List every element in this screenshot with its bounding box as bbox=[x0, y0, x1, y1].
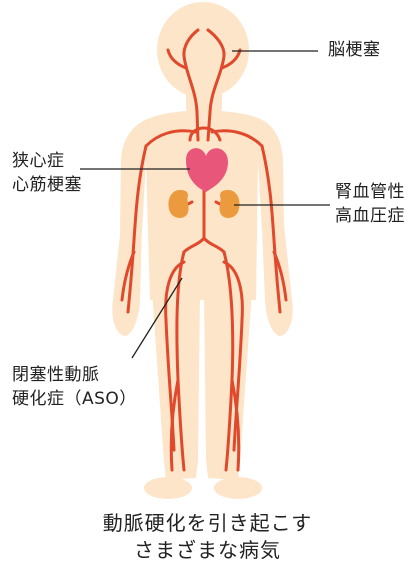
label-hypertension: 高血圧症 bbox=[335, 205, 405, 228]
label-renovascular: 腎血管性 bbox=[335, 181, 405, 204]
caption-line-2: さまざまな病気 bbox=[0, 537, 415, 564]
label-brain-infarction: 脳梗塞 bbox=[328, 39, 381, 62]
label-aso: 硬化症（ASO） bbox=[12, 388, 137, 411]
body-silhouette bbox=[112, 2, 293, 499]
label-myocardial-infarction: 心筋梗塞 bbox=[12, 174, 82, 197]
label-angina: 狭心症 bbox=[12, 150, 65, 173]
caption-line-1: 動脈硬化を引き起こす bbox=[0, 510, 415, 537]
label-obliterative-arterial: 閉塞性動脈 bbox=[12, 364, 100, 387]
